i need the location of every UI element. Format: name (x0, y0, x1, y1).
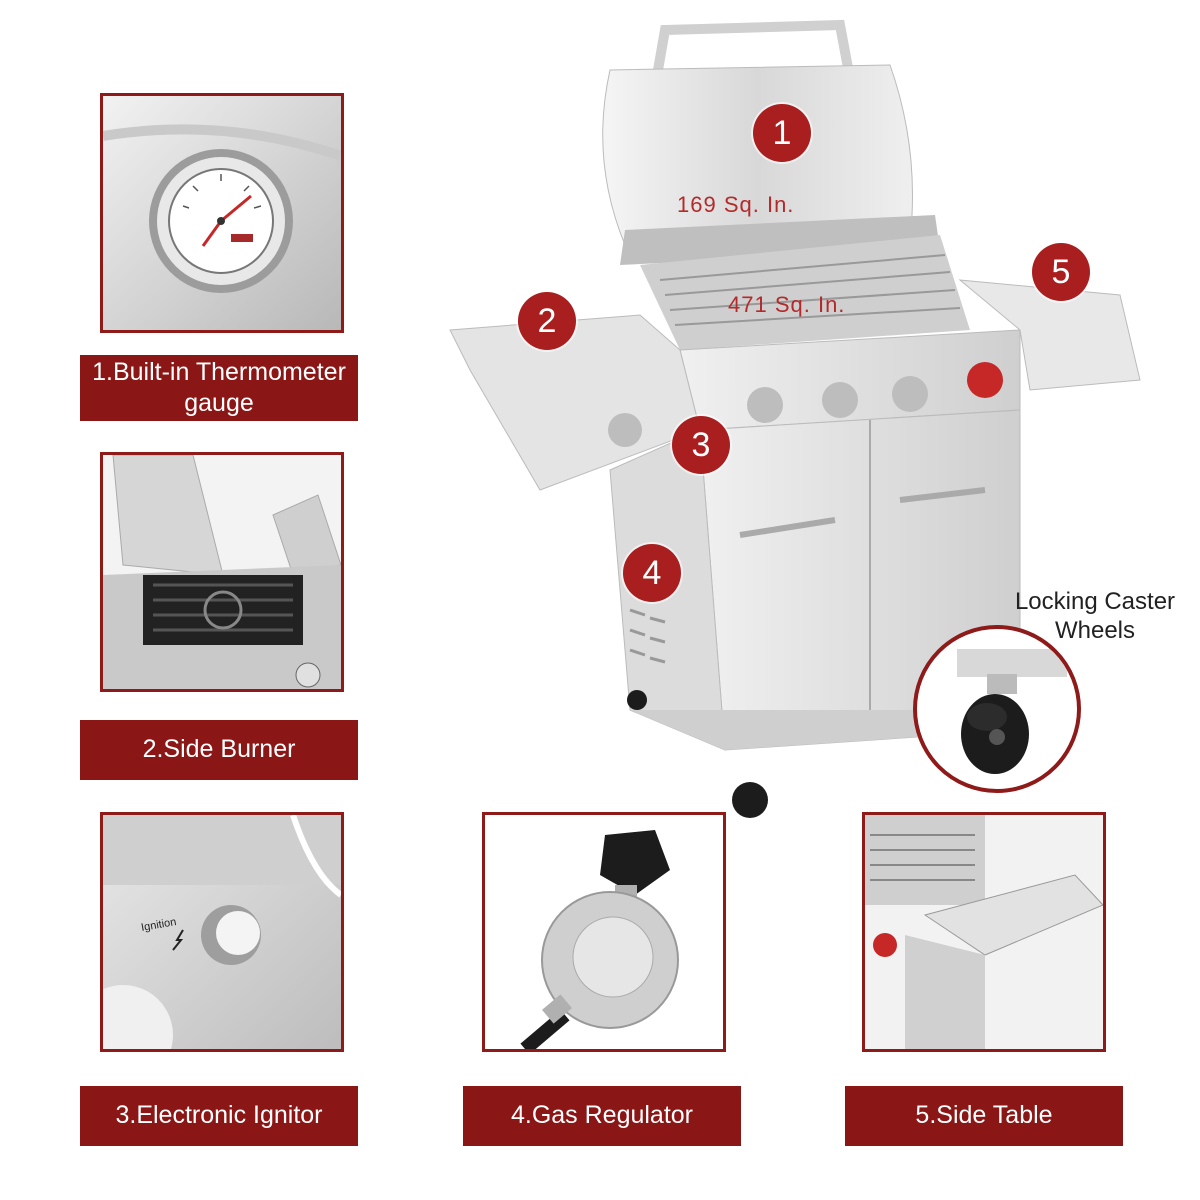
feature-label-5-text: 5.Side Table (915, 1101, 1053, 1130)
side-table-photo (862, 812, 1106, 1052)
feature-marker-2-number: 2 (537, 301, 557, 340)
side-burner-photo (100, 452, 344, 692)
feature-marker-1-number: 1 (772, 113, 792, 152)
feature-label-1: 1.Built-in Thermometer gauge (80, 355, 358, 421)
feature-marker-1: 1 (753, 104, 811, 162)
feature-marker-5-number: 5 (1051, 252, 1071, 291)
feature-label-2: 2.Side Burner (80, 720, 358, 780)
feature-label-1-text: 1.Built-in Thermometer gauge (92, 357, 346, 417)
caster-wheels-title-text: Locking Caster Wheels (1014, 588, 1176, 644)
main-grate-area-label: 471 Sq. In. (728, 292, 846, 317)
gas-regulator-photo (482, 812, 726, 1052)
caster-wheel-photo (913, 625, 1081, 793)
feature-marker-5: 5 (1032, 243, 1090, 301)
feature-marker-4-number: 4 (642, 553, 662, 592)
feature-label-5: 5.Side Table (845, 1086, 1123, 1146)
feature-label-3: 3.Electronic Ignitor (80, 1086, 358, 1146)
feature-marker-3-number: 3 (691, 425, 711, 464)
thermometer-photo (100, 93, 344, 333)
feature-marker-4: 4 (623, 544, 681, 602)
feature-label-2-text: 2.Side Burner (142, 735, 296, 764)
feature-label-4-text: 4.Gas Regulator (510, 1101, 694, 1130)
caster-wheels-title: Locking Caster Wheels (990, 588, 1200, 646)
ignitor-photo: Ignition (100, 812, 344, 1052)
feature-marker-3: 3 (672, 416, 730, 474)
feature-label-4: 4.Gas Regulator (463, 1086, 741, 1146)
feature-marker-2: 2 (518, 292, 576, 350)
upper-rack-area-label: 169 Sq. In. (677, 192, 795, 217)
feature-label-3-text: 3.Electronic Ignitor (115, 1101, 323, 1130)
